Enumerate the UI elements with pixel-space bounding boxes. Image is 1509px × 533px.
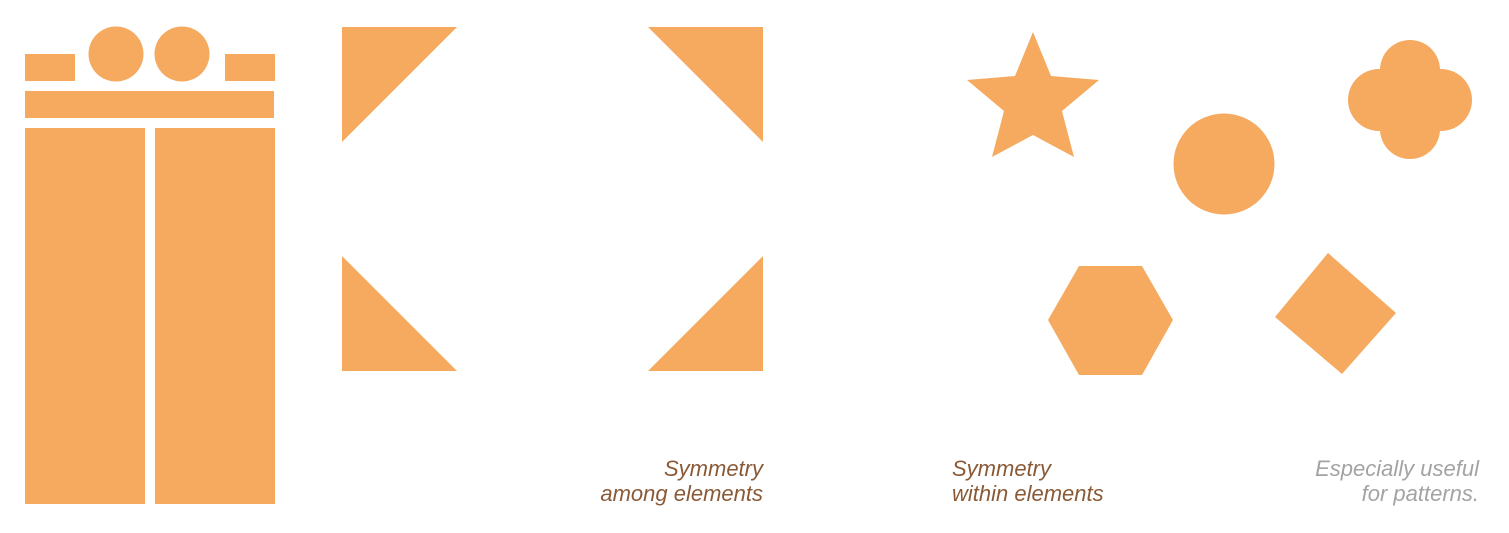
building-right-tab bbox=[225, 54, 275, 81]
building-symmetry-figure bbox=[25, 26, 275, 504]
building-right-dome bbox=[154, 26, 210, 82]
caption-useful-for-patterns: Especially useful for patterns. bbox=[1315, 456, 1479, 506]
building-band bbox=[25, 91, 274, 118]
caption-among-line2: among elements bbox=[600, 481, 763, 506]
quatrefoil-shape bbox=[1348, 40, 1472, 159]
diamond-shape bbox=[1275, 253, 1396, 374]
star-shape bbox=[967, 32, 1099, 157]
triangle-top-right bbox=[648, 27, 763, 142]
corner-triangles-figure bbox=[342, 27, 763, 371]
caption-symmetry-among-elements: Symmetry among elements bbox=[600, 456, 763, 506]
caption-within-line1: Symmetry bbox=[952, 456, 1051, 481]
caption-patterns-line1: Especially useful bbox=[1315, 456, 1479, 481]
building-left-tab bbox=[25, 54, 75, 81]
circle-shape bbox=[1173, 113, 1275, 215]
symmetric-shapes-figure bbox=[967, 32, 1472, 375]
hexagon-shape bbox=[1048, 266, 1173, 375]
building-right-column bbox=[155, 128, 275, 504]
building-left-dome bbox=[88, 26, 144, 82]
building-left-column bbox=[25, 128, 145, 504]
triangle-top-left bbox=[342, 27, 457, 142]
caption-within-line2: within elements bbox=[952, 481, 1104, 506]
caption-among-line1: Symmetry bbox=[664, 456, 763, 481]
caption-patterns-line2: for patterns. bbox=[1361, 481, 1479, 506]
triangle-bottom-left bbox=[342, 256, 457, 371]
triangle-bottom-right bbox=[648, 256, 763, 371]
caption-symmetry-within-elements: Symmetry within elements bbox=[952, 456, 1104, 506]
